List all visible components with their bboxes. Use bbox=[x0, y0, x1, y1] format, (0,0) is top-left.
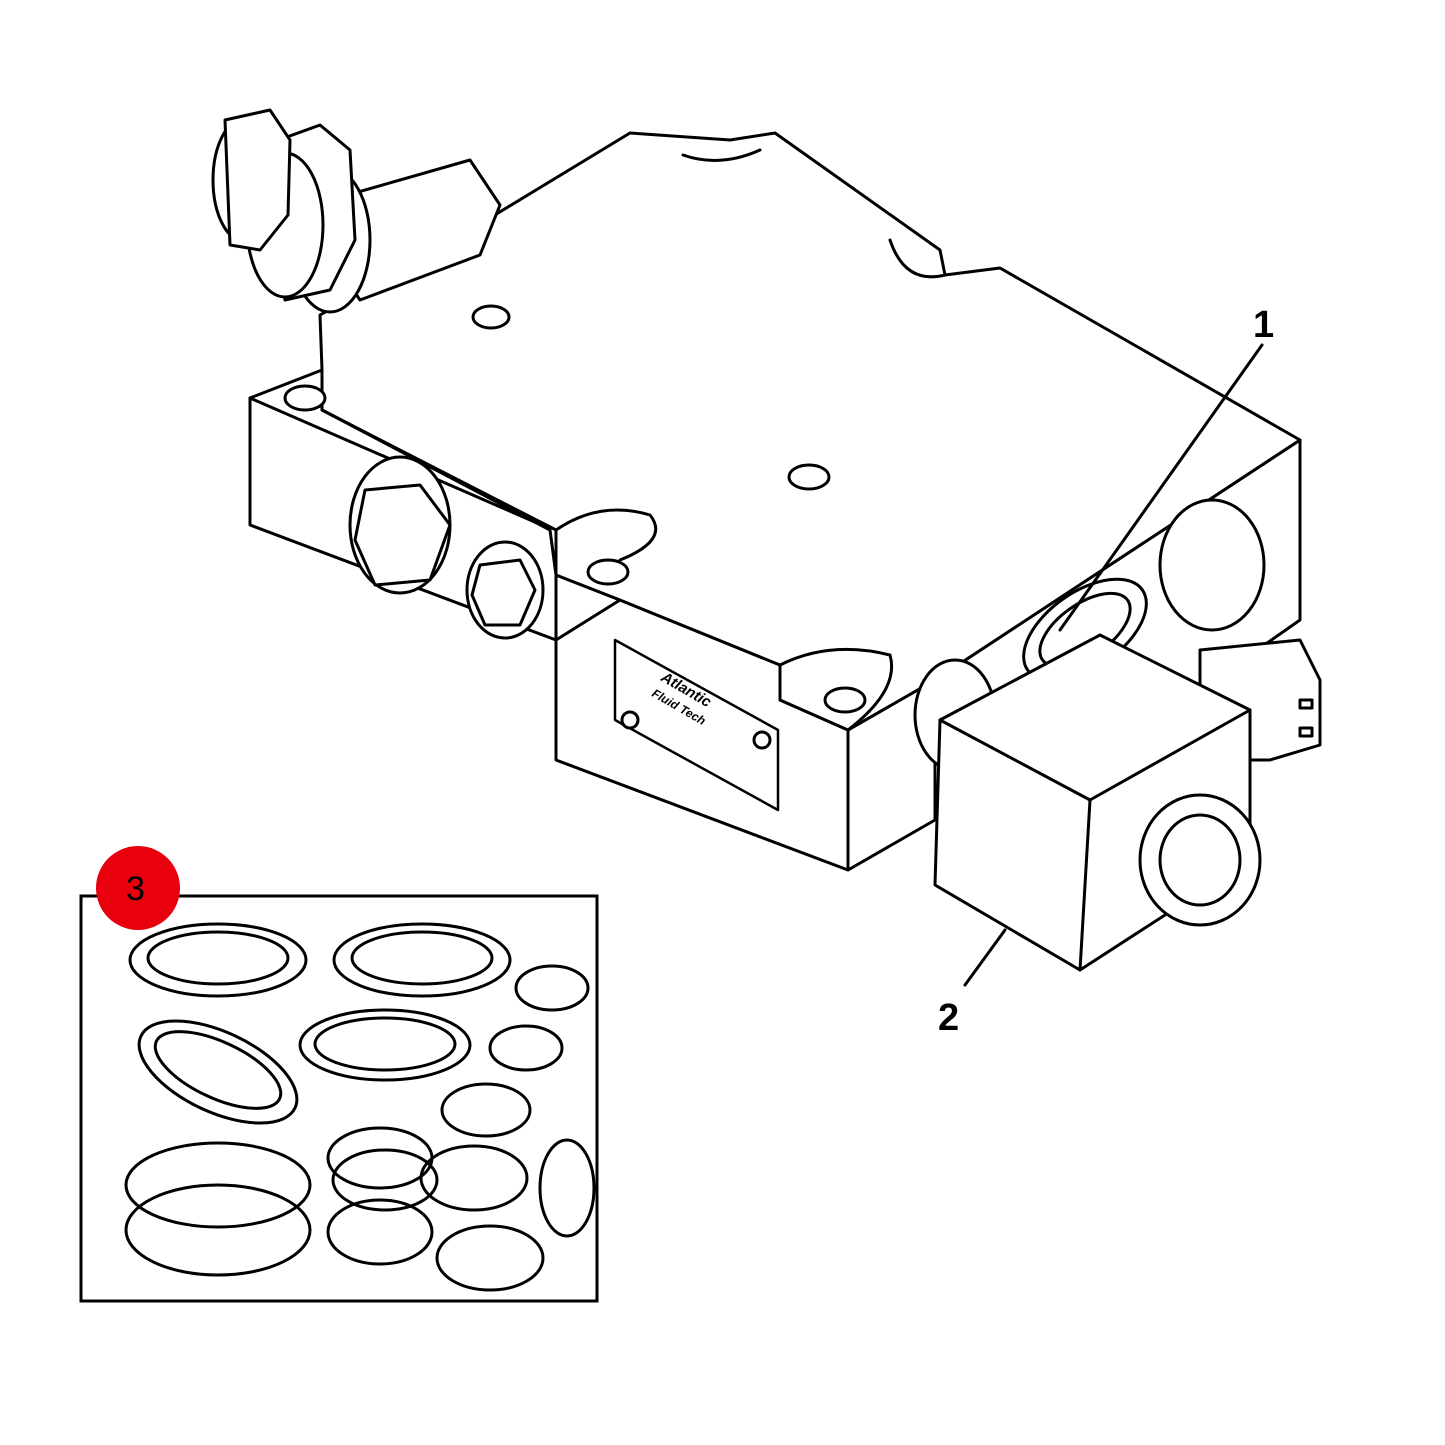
leader-line-2 bbox=[963, 928, 1007, 987]
callout-3: 3 bbox=[126, 870, 145, 908]
nameplate bbox=[613, 638, 780, 812]
leader-line-1 bbox=[1058, 343, 1264, 632]
callout-3-badge: 3 bbox=[96, 846, 180, 930]
seal-kit-frame bbox=[79, 894, 599, 1303]
callout-2: 2 bbox=[938, 997, 959, 1039]
inlet-fitting bbox=[211, 108, 502, 314]
seal-kit-inset bbox=[79, 894, 599, 1303]
callout-1: 1 bbox=[1253, 304, 1274, 346]
badge-circle bbox=[96, 846, 180, 930]
solenoid-coil-part-2 bbox=[913, 633, 1322, 972]
